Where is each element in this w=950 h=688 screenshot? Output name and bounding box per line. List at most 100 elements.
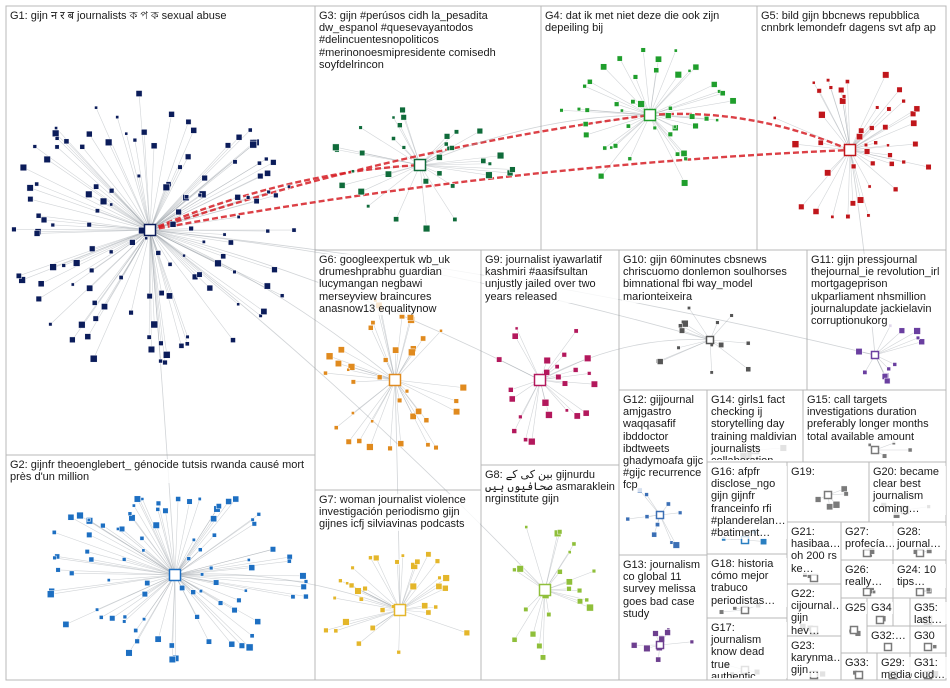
edge <box>36 183 151 231</box>
node <box>841 94 847 99</box>
edge <box>174 549 273 576</box>
node <box>817 139 824 146</box>
edge <box>849 149 896 190</box>
node <box>397 397 403 403</box>
node <box>108 188 115 194</box>
node <box>11 226 17 232</box>
edge <box>174 560 290 576</box>
edge <box>649 50 677 116</box>
node <box>337 346 345 354</box>
edge <box>81 229 151 325</box>
node <box>194 614 200 620</box>
node <box>826 503 834 511</box>
node <box>133 495 141 503</box>
node <box>400 114 407 121</box>
edge <box>403 117 421 166</box>
node <box>409 412 417 420</box>
node <box>15 272 22 279</box>
edge <box>70 516 176 576</box>
node <box>576 107 581 112</box>
node <box>681 179 689 187</box>
edge <box>47 159 151 231</box>
node <box>692 122 699 130</box>
node <box>882 71 890 79</box>
node <box>729 97 737 105</box>
edge <box>649 74 679 116</box>
node <box>222 232 227 237</box>
edge <box>660 339 711 362</box>
edge <box>149 229 188 337</box>
node <box>567 550 572 554</box>
node <box>476 127 483 135</box>
node <box>892 362 897 367</box>
node <box>358 125 363 130</box>
edge <box>149 229 225 235</box>
node <box>338 578 343 583</box>
group-label-g19: G19: <box>790 466 816 479</box>
edge <box>394 316 411 381</box>
hub-node-g21 <box>809 573 819 583</box>
group-label-g20: G20: became clear best journalism coming… <box>872 466 946 515</box>
node <box>291 227 297 233</box>
group-label-g10: G10: gijn 60minutes cbsnews chriscuomo d… <box>622 254 804 303</box>
node <box>453 398 459 404</box>
edge <box>149 158 267 231</box>
node <box>387 445 393 451</box>
edge <box>370 557 401 611</box>
edge <box>53 229 151 268</box>
edge <box>539 373 590 381</box>
node <box>51 530 57 535</box>
edge-g2-g7 <box>174 573 401 611</box>
node <box>543 369 550 376</box>
node <box>369 625 376 631</box>
node <box>146 334 152 340</box>
edge <box>149 229 196 278</box>
edge <box>351 366 396 381</box>
node <box>210 515 217 523</box>
node <box>664 629 671 636</box>
node <box>215 503 222 510</box>
edge <box>116 117 151 231</box>
node <box>545 411 553 419</box>
edge <box>95 107 151 231</box>
edge <box>589 81 651 116</box>
node <box>546 612 552 617</box>
node <box>368 555 373 560</box>
node <box>561 380 568 387</box>
group-label-g8: G8: بین کی کے gijnurdu صحافیوں ہیں asmar… <box>484 469 618 506</box>
node <box>652 630 659 637</box>
node <box>826 78 831 83</box>
hub-node-g4 <box>643 108 657 122</box>
group-label-g16: G16: afpfr disclose_ngo gijn gijnfr fran… <box>710 466 787 540</box>
edge-g9-g10 <box>539 339 711 381</box>
edge <box>89 133 151 231</box>
hub-node-g1 <box>143 223 157 237</box>
group-label-g12: G12: gijjournal amjgastro waqqasafif ibd… <box>622 394 706 492</box>
edge <box>419 163 490 166</box>
edge <box>124 574 176 622</box>
edge-g1-g5 <box>149 148 851 232</box>
node <box>270 159 277 166</box>
edge <box>399 609 467 634</box>
hub-node-g5 <box>843 143 857 157</box>
node <box>652 125 657 130</box>
node <box>348 582 355 589</box>
edge <box>709 339 749 370</box>
edge <box>174 518 214 576</box>
node <box>350 565 355 570</box>
node <box>557 529 563 535</box>
node <box>586 603 594 612</box>
edge <box>149 229 182 346</box>
node <box>134 638 140 644</box>
node <box>27 196 34 203</box>
edge <box>149 145 229 231</box>
edge <box>370 327 396 381</box>
edge <box>649 100 734 116</box>
node <box>287 184 291 189</box>
node <box>249 140 257 149</box>
edge <box>148 229 151 338</box>
node <box>263 282 271 290</box>
node <box>400 553 405 558</box>
edge <box>399 555 404 611</box>
